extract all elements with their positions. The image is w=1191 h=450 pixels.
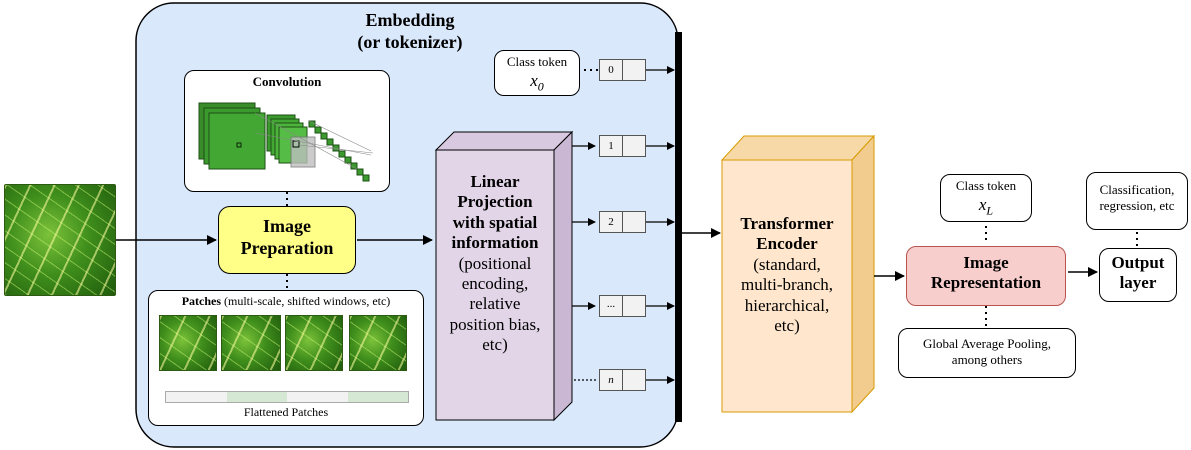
encoder-line2: Encoder bbox=[756, 234, 818, 254]
class-token-input-label: Class token bbox=[506, 54, 568, 69]
encoder-line1: Transformer bbox=[740, 214, 834, 233]
output-layer-label: Output layer bbox=[1100, 253, 1176, 294]
patch-image-4 bbox=[349, 315, 407, 371]
patches-label-bold: Patches bbox=[181, 294, 222, 308]
linear-projection-label: Linear Projection with spatial informati… bbox=[436, 172, 554, 356]
embedding-title-line1: Embedding bbox=[365, 10, 455, 30]
output-layer-box: Output layer bbox=[1099, 248, 1177, 302]
token-index-0: 0 bbox=[599, 59, 623, 81]
class-token-input-symbol: x0 bbox=[495, 71, 579, 94]
token-sequence-bar bbox=[675, 32, 682, 422]
linear-line8: position bias, bbox=[449, 314, 541, 334]
flattened-label: Flattened Patches bbox=[243, 405, 329, 419]
output-note-line2: regression, etc bbox=[1099, 197, 1175, 213]
linear-line3: with spatial bbox=[452, 212, 538, 232]
linear-line2: Projection bbox=[457, 192, 533, 212]
flattened-segment-2 bbox=[226, 392, 287, 402]
transformer-encoder-label: Transformer Encoder (standard, multi-bra… bbox=[722, 214, 852, 336]
token-index-1: 1 bbox=[599, 135, 623, 157]
encoder-line3: (standard, bbox=[753, 254, 821, 274]
image-preparation-line2: Preparation bbox=[240, 237, 334, 258]
image-representation-box: Image Representation bbox=[906, 246, 1066, 306]
encoder-front bbox=[721, 159, 853, 413]
flattened-segment-3 bbox=[287, 392, 348, 402]
token-index-2: 2 bbox=[599, 211, 623, 233]
image-representation-label: Image Representation bbox=[907, 253, 1065, 294]
linear-projection-side bbox=[553, 130, 573, 422]
token-index-dots: ... bbox=[599, 295, 623, 317]
input-leaf-image bbox=[4, 184, 116, 296]
class-token-output-box: Class token xL bbox=[940, 174, 1032, 222]
pooling-note-box: Global Average Pooling, among others bbox=[898, 328, 1076, 378]
output-layer-line1: Output bbox=[1111, 253, 1165, 272]
convolution-label: Convolution bbox=[252, 74, 322, 89]
linear-line4: information bbox=[451, 233, 539, 253]
image-preparation-label: Image Preparation bbox=[219, 216, 355, 259]
patches-box: Patches (multi-scale, shifted windows, e… bbox=[148, 290, 424, 426]
class-token-output-symbol: xL bbox=[941, 195, 1031, 218]
patches-label-rest: (multi-scale, shifted windows, etc) bbox=[221, 294, 391, 308]
encoder-line4: multi-branch, bbox=[740, 275, 834, 295]
class-token-output-label: Class token bbox=[955, 178, 1017, 193]
output-note-label: Classification, regression, etc bbox=[1087, 182, 1187, 213]
class-token-input-sub: 0 bbox=[537, 79, 544, 94]
token-value-dots bbox=[622, 295, 646, 317]
patch-image-3 bbox=[285, 315, 343, 371]
flattened-segment-4 bbox=[347, 392, 408, 402]
linear-projection-front bbox=[435, 149, 555, 421]
embedding-title: Embedding (or tokenizer) bbox=[330, 10, 490, 53]
token-value-2 bbox=[622, 211, 646, 233]
output-note-box: Classification, regression, etc bbox=[1086, 172, 1188, 230]
patch-image-2 bbox=[221, 315, 281, 371]
pooling-note-label: Global Average Pooling, among others bbox=[899, 336, 1075, 367]
output-note-line1: Classification, bbox=[1099, 182, 1175, 197]
linear-line5: (positional bbox=[458, 253, 532, 273]
output-layer-line2: layer bbox=[1119, 273, 1157, 293]
token-value-n bbox=[622, 369, 646, 391]
embedding-title-line2: (or tokenizer) bbox=[357, 31, 463, 52]
encoder-side bbox=[851, 134, 875, 414]
token-index-n: n bbox=[599, 369, 623, 391]
token-value-0 bbox=[622, 59, 646, 81]
image-representation-line2: Representation bbox=[930, 273, 1042, 293]
class-token-input-x: x bbox=[530, 71, 538, 90]
linear-line1: Linear bbox=[470, 172, 520, 191]
linear-projection-top bbox=[434, 131, 574, 151]
class-token-output-x: x bbox=[978, 195, 987, 214]
linear-line7: relative bbox=[469, 294, 521, 314]
pooling-note-line2: among others bbox=[951, 351, 1023, 367]
linear-line9: etc) bbox=[482, 335, 508, 355]
patches-label: Patches (multi-scale, shifted windows, e… bbox=[149, 294, 423, 308]
encoder-line6: etc) bbox=[774, 315, 800, 335]
image-preparation-box: Image Preparation bbox=[218, 206, 356, 274]
class-token-input-box: Class token x0 bbox=[494, 50, 580, 96]
image-representation-line1: Image bbox=[963, 253, 1009, 272]
encoder-line5: hierarchical, bbox=[744, 295, 830, 315]
convolution-box: Convolution bbox=[184, 70, 390, 192]
encoder-top bbox=[720, 135, 876, 161]
image-preparation-line1: Image bbox=[263, 216, 311, 236]
flattened-segment-1 bbox=[166, 392, 227, 402]
flattened-strip bbox=[165, 391, 409, 403]
pooling-note-line1: Global Average Pooling, bbox=[923, 336, 1051, 351]
patch-image-1 bbox=[159, 315, 217, 371]
class-token-output-sub: L bbox=[986, 203, 994, 218]
token-value-1 bbox=[622, 135, 646, 157]
linear-line6: encoding, bbox=[461, 273, 529, 293]
convolution-illustration bbox=[198, 102, 374, 182]
